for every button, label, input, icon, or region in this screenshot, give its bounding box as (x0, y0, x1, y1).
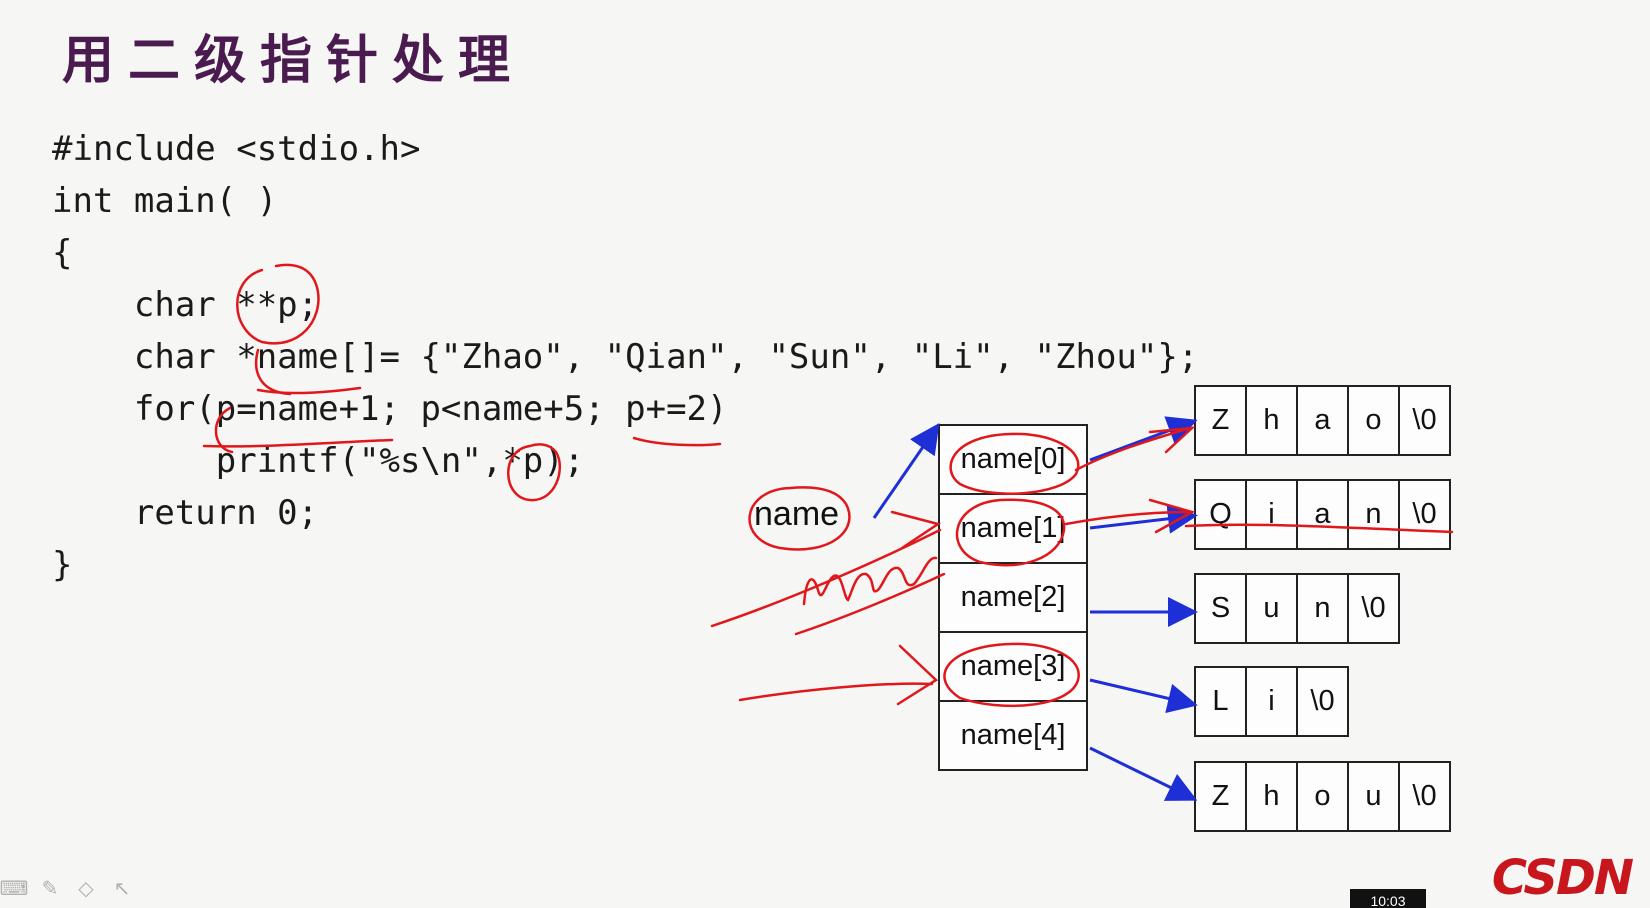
pointer-mark-icon (896, 644, 939, 706)
arrow-icon (1089, 416, 1198, 462)
circle-mark-icon (955, 498, 1066, 567)
char-cell: \0 (1347, 573, 1400, 644)
csdn-logo: CSDN (1491, 850, 1634, 906)
code-line: { (52, 233, 73, 273)
arrow-mark-icon (1074, 426, 1192, 472)
array-cell: name[4] (938, 700, 1088, 771)
pointer-arrows (872, 416, 1198, 801)
pen-icon[interactable]: ✎ (41, 876, 59, 900)
bracket-mark-icon (214, 406, 234, 454)
circle-mark-icon (507, 443, 561, 502)
slide-title: 用二级指针处理 (62, 30, 525, 91)
code-line: return 0; (52, 493, 319, 533)
scribble-mark-icon (802, 556, 938, 606)
char-cell: \0 (1398, 761, 1451, 832)
char-cell: Z (1194, 385, 1247, 456)
string-zhao: Z h a o \0 (1194, 385, 1451, 456)
pointer-mark-icon (738, 682, 934, 702)
char-cell: n (1296, 573, 1349, 644)
char-cell: h (1245, 761, 1298, 832)
arrow-mark-icon (1148, 426, 1196, 454)
pointer-mark-icon (890, 510, 942, 550)
keyboard-icon[interactable]: ⌨ (0, 876, 29, 900)
arrow-icon (1089, 503, 1198, 534)
circle-mark-icon (236, 263, 320, 345)
code-line: char *name[]= {"Zhao", "Qian", "Sun", "L… (52, 337, 1199, 377)
char-cell: i (1245, 666, 1298, 737)
arrow-mark-icon (1064, 510, 1192, 526)
char-cell: \0 (1398, 385, 1451, 456)
char-cell: u (1245, 573, 1298, 644)
string-qian: Q i a n \0 (1194, 479, 1451, 550)
arrow-icon (1089, 678, 1198, 714)
code-line: #include <stdio.h> (52, 129, 421, 169)
circle-mark-icon (943, 642, 1080, 708)
arrow-icon (872, 423, 940, 519)
pointer-mark-icon (794, 572, 946, 636)
char-cell: \0 (1398, 479, 1451, 550)
handwritten-marks (202, 263, 1454, 708)
code-line: char **p; (52, 285, 319, 325)
char-cell: \0 (1296, 666, 1349, 737)
underline-mark-icon (202, 438, 394, 448)
circle-mark-icon (949, 432, 1080, 495)
char-cell: S (1194, 573, 1247, 644)
pointer-name-label: name (754, 495, 840, 533)
code-line: int main( ) (52, 181, 278, 221)
pointer-icon[interactable]: ↖ (113, 876, 131, 900)
char-cell: Z (1194, 761, 1247, 832)
arrow-icon (1089, 746, 1198, 801)
strike-mark-icon (1184, 523, 1454, 534)
char-cell: o (1296, 761, 1349, 832)
char-cell: h (1245, 385, 1298, 456)
bracket-mark-icon (254, 348, 292, 396)
code-line: } (52, 545, 73, 585)
underline-mark-icon (256, 386, 362, 395)
circle-mark-icon (748, 486, 851, 551)
underline-mark-icon (632, 436, 722, 447)
string-sun: S u n \0 (1194, 573, 1400, 644)
array-cell: name[0] (938, 424, 1088, 495)
arrow-mark-icon (1148, 498, 1196, 534)
eraser-icon[interactable]: ◇ (78, 876, 94, 900)
pointer-mark-icon (710, 528, 942, 628)
timer-badge: 10:03 (1350, 889, 1426, 908)
string-zhou: Z h o u \0 (1194, 761, 1451, 832)
string-li: L i \0 (1194, 666, 1349, 737)
code-line: for(p=name+1; p<name+5; p+=2) (52, 389, 728, 429)
player-toolbar: ⌨ ✎ ◇ ↖ (0, 876, 134, 900)
